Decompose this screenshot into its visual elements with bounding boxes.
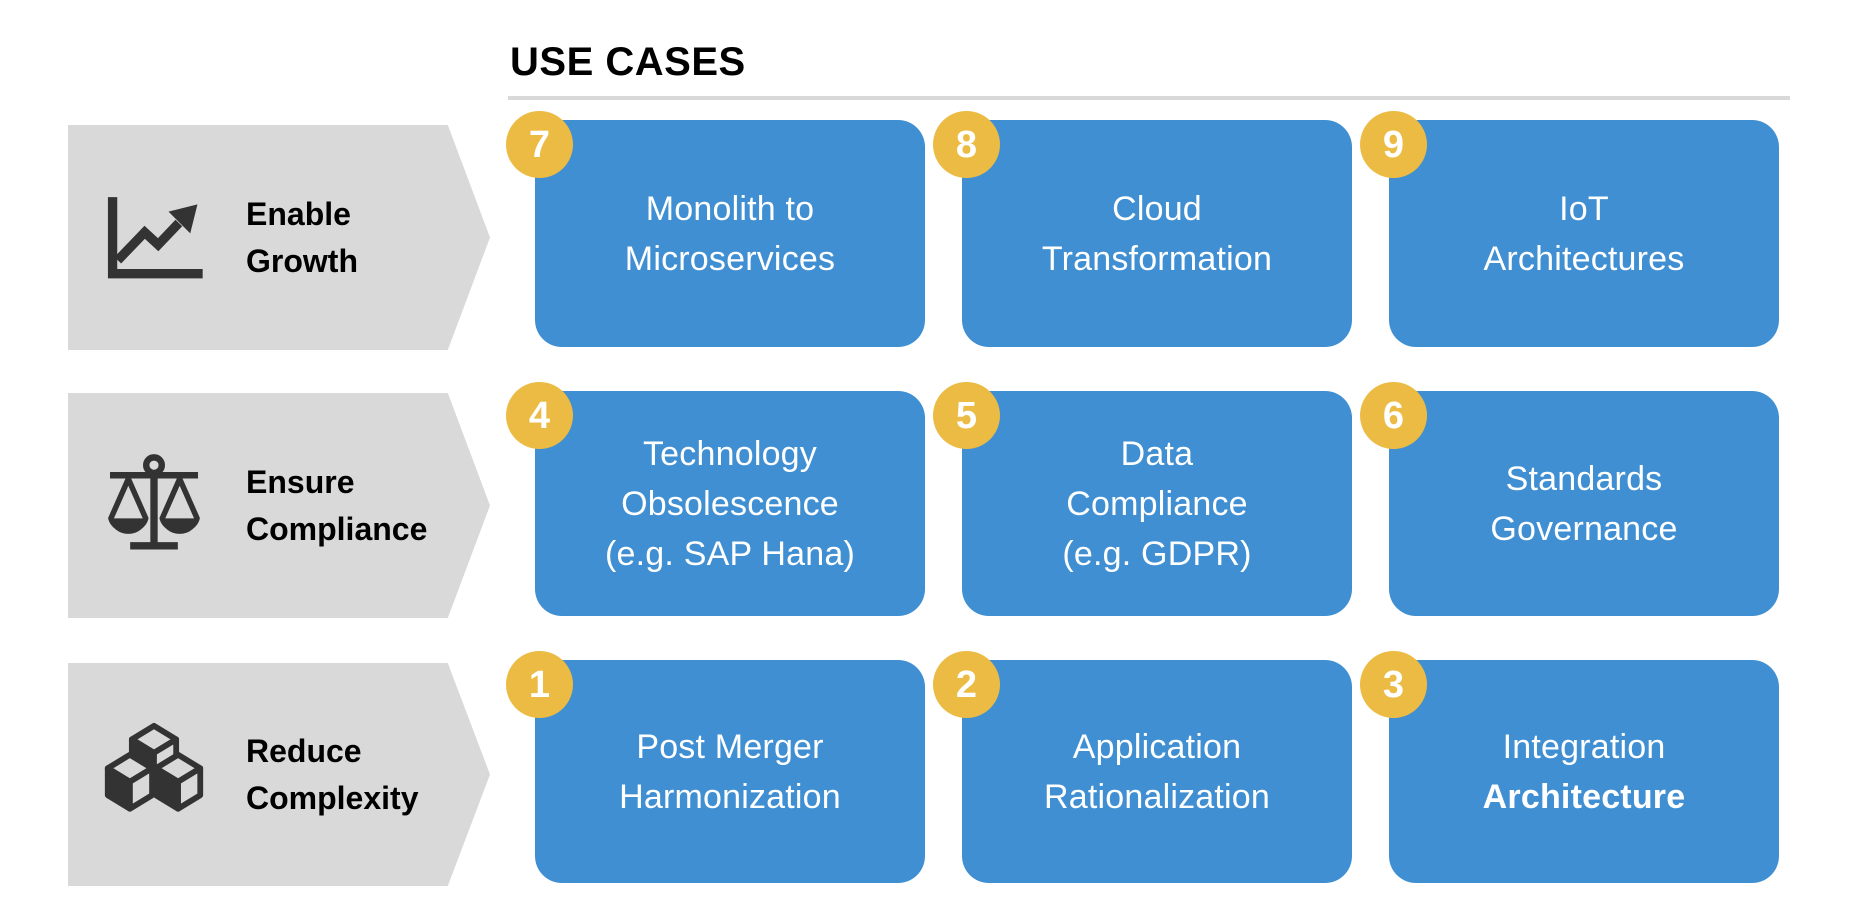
card-line: Integration (1502, 727, 1666, 766)
category-label-line: Growth (246, 242, 358, 279)
category-label-line: Enable (246, 195, 351, 232)
use-case-card-monolith-to-microservices: 7 Monolith to Microservices (506, 111, 925, 347)
use-case-title: IoT Architectures (1483, 184, 1684, 284)
card-line: Data (1120, 434, 1194, 473)
card-line: IoT (1559, 189, 1609, 228)
number-badge: 7 (506, 111, 573, 178)
card-line: (e.g. GDPR) (1062, 534, 1252, 573)
card-line: Microservices (624, 239, 836, 278)
number-badge: 9 (1360, 111, 1427, 178)
card-line: Architecture (1482, 777, 1686, 816)
use-case-card-application-rationalization: 2 Application Rationalization (933, 651, 1352, 883)
card-line: Rationalization (1043, 777, 1271, 816)
number-badge: 5 (933, 382, 1000, 449)
card-line: (e.g. SAP Hana) (605, 534, 855, 573)
category-label-line: Reduce (246, 732, 362, 769)
card-line: Transformation (1041, 239, 1273, 278)
use-case-title: Cloud Transformation (1042, 184, 1272, 284)
category-label-line: Complexity (246, 779, 419, 816)
use-case-card-integration-architecture: 3 Integration Architecture (1360, 651, 1779, 883)
use-case-title: Technology Obsolescence (e.g. SAP Hana) (605, 429, 855, 579)
category-label-line: Ensure (246, 463, 355, 500)
use-case-grid: 7 Monolith to Microservices 8 Cloud Tran… (506, 111, 1779, 883)
use-case-card-standards-governance: 6 Standards Governance (1360, 382, 1779, 616)
use-case-title: Standards Governance (1490, 454, 1677, 554)
card-line: Harmonization (619, 777, 841, 816)
category-ensure-compliance: Ensure Compliance (68, 393, 490, 618)
balance-scale-icon (94, 454, 214, 557)
card-line: Obsolescence (621, 484, 839, 523)
number-badge: 4 (506, 382, 573, 449)
use-case-card-technology-obsolescence: 4 Technology Obsolescence (e.g. SAP Hana… (506, 382, 925, 616)
number-badge: 6 (1360, 382, 1427, 449)
use-case-title: Application Rationalization (1044, 722, 1270, 822)
card-line: Application (1072, 727, 1242, 766)
number-badge: 2 (933, 651, 1000, 718)
card-line: Cloud (1112, 189, 1202, 228)
use-case-card-cloud-transformation: 8 Cloud Transformation (933, 111, 1352, 347)
card-line: Monolith to (645, 189, 815, 228)
card-line: Post Merger (636, 727, 824, 766)
use-case-card-iot-architectures: 9 IoT Architectures (1360, 111, 1779, 347)
use-case-title: Monolith to Microservices (625, 184, 835, 284)
title-underline (508, 96, 1790, 100)
card-line: Governance (1490, 509, 1678, 548)
category-enable-growth: Enable Growth (68, 125, 490, 350)
category-label: Ensure Compliance (246, 459, 427, 553)
use-case-card-data-compliance: 5 Data Compliance (e.g. GDPR) (933, 382, 1352, 616)
use-case-title: Post Merger Harmonization (619, 722, 841, 822)
use-case-card-post-merger-harmonization: 1 Post Merger Harmonization (506, 651, 925, 883)
use-case-title: Integration Architecture (1483, 722, 1686, 822)
number-badge: 1 (506, 651, 573, 718)
card-line: Standards (1505, 459, 1663, 498)
number-badge: 8 (933, 111, 1000, 178)
card-line: Technology (642, 434, 817, 473)
card-line: Architectures (1483, 239, 1685, 278)
growth-chart-icon (94, 194, 214, 282)
category-label: Reduce Complexity (246, 728, 418, 822)
card-line: Compliance (1066, 484, 1248, 523)
category-reduce-complexity: Reduce Complexity (68, 663, 490, 886)
stacked-cubes-icon (94, 722, 214, 828)
page-title: USE CASES (510, 40, 746, 84)
category-label-line: Compliance (246, 510, 428, 547)
category-label: Enable Growth (246, 191, 358, 285)
number-badge: 3 (1360, 651, 1427, 718)
use-case-title: Data Compliance (e.g. GDPR) (1062, 429, 1251, 579)
